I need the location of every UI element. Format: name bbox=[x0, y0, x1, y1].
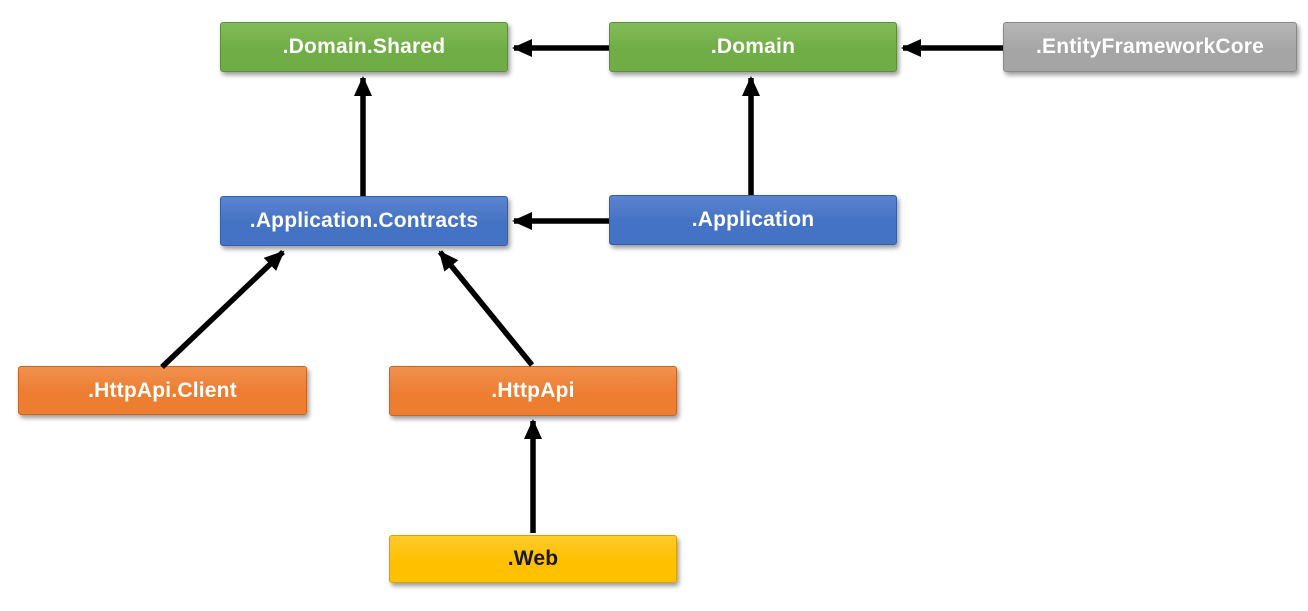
node-application-contracts: .Application.Contracts bbox=[220, 196, 508, 246]
node-entity-framework-core: .EntityFrameworkCore bbox=[1003, 22, 1297, 72]
node-label: .HttpApi bbox=[491, 379, 575, 402]
node-domain: .Domain bbox=[609, 22, 897, 72]
node-label: .Domain bbox=[710, 35, 796, 58]
node-httpapi: .HttpApi bbox=[389, 366, 677, 416]
node-httpapi-client: .HttpApi.Client bbox=[18, 366, 307, 415]
node-label: .Web bbox=[507, 547, 559, 570]
node-label: .Application bbox=[691, 208, 815, 231]
edge-httpapi-to-application-contracts bbox=[437, 250, 535, 367]
node-label: .HttpApi.Client bbox=[88, 378, 237, 402]
node-label: .EntityFrameworkCore bbox=[1035, 35, 1265, 58]
node-application: .Application bbox=[609, 195, 897, 245]
node-domain-shared: .Domain.Shared bbox=[220, 22, 508, 72]
node-label: .Domain.Shared bbox=[282, 35, 446, 58]
node-label: .Application.Contracts bbox=[249, 209, 479, 232]
edge-httpapi-client-to-application-contracts bbox=[160, 250, 285, 369]
node-web: .Web bbox=[389, 535, 677, 583]
